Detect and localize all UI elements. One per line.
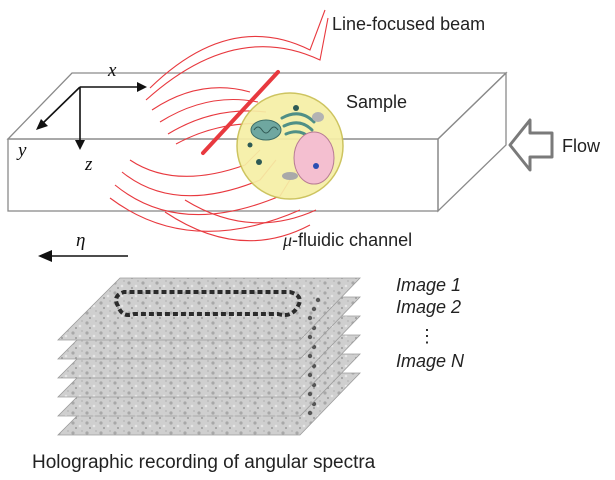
axis-y-label: y: [16, 140, 27, 161]
mitochondrion: [250, 119, 282, 141]
hologram-speckle: [307, 334, 313, 340]
sample-cell: [236, 92, 344, 200]
hologram-speckle: [307, 372, 313, 378]
hologram-speckle: [315, 297, 321, 303]
eta-arrow-icon: [38, 250, 128, 262]
hologram-speckle: [307, 391, 313, 397]
image-label-2: Image 2: [396, 297, 461, 317]
figure-caption: Holographic recording of angular spectra: [32, 452, 376, 473]
hologram-speckle: [311, 306, 317, 312]
image-label-n: Image N: [396, 351, 465, 371]
hologram-speckle: [307, 410, 313, 416]
hologram-image-stack: [57, 277, 361, 436]
flow-arrow-icon: [508, 118, 554, 172]
image-label-ellipsis: ⋮: [418, 326, 436, 346]
hologram-speckle: [307, 353, 313, 359]
hologram-signal-band: [114, 290, 302, 317]
channel-label: μ-fluidic channel: [282, 230, 412, 250]
axis-z-label: z: [84, 154, 93, 175]
eta-label: η: [76, 230, 85, 251]
fluidic-channel: [6, 71, 508, 213]
hologram-speckle: [307, 315, 313, 321]
axis-x-label: x: [107, 60, 117, 81]
flow-label: Flow: [562, 136, 601, 156]
sample-label: Sample: [346, 92, 407, 112]
coordinate-axes: [36, 82, 147, 150]
image-label-1: Image 1: [396, 275, 461, 295]
nucleus: [293, 131, 335, 185]
beam-label: Line-focused beam: [332, 14, 485, 34]
beam-focus-line: [201, 70, 280, 155]
